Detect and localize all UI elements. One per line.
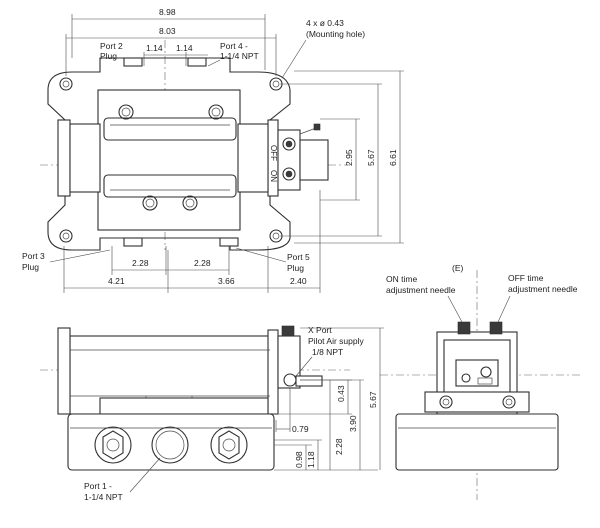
subplate-end	[395, 413, 559, 471]
bolt	[502, 395, 516, 409]
xport-label-1: X Port	[308, 325, 332, 335]
slot-lower	[103, 174, 237, 198]
bolt	[182, 195, 198, 211]
dim-port2-left: 1.14	[146, 43, 163, 53]
off-time-label-2: adjustment needle	[508, 284, 578, 294]
dim-right-567: 5.67	[366, 149, 376, 166]
dim-side-567: 5.67	[368, 391, 378, 408]
xport-label-3: 1/8 NPT	[312, 347, 343, 357]
port2-label-2: Plug	[100, 51, 117, 61]
dim-side-043: 0.43	[336, 385, 346, 402]
dim-port2-right: 1.14	[176, 43, 193, 53]
port5-label-1: Port 5	[287, 252, 310, 262]
port-hex-plug	[94, 426, 132, 464]
end-view: (E) ON time adjustment needle OFF time a…	[380, 263, 580, 500]
pilot-needle-off	[282, 137, 296, 151]
port4-label-1: Port 4 -	[220, 41, 248, 51]
pilot-block	[277, 129, 301, 191]
mounting-hole	[59, 77, 73, 91]
port3-label-2: Plug	[22, 262, 39, 272]
dim-side-228: 2.28	[334, 438, 344, 455]
end-cap-left	[57, 119, 71, 197]
dim-port3: 2.28	[132, 258, 149, 268]
xport-label-2: Pilot Air supply	[308, 336, 364, 346]
on-label: ON	[269, 170, 278, 182]
off-label: OFF	[269, 145, 278, 161]
slot-upper	[103, 117, 237, 141]
off-time-needle	[489, 321, 503, 335]
dim-side-098: 0.98	[294, 451, 304, 468]
mounting-hole	[59, 229, 73, 243]
dim-port5: 2.28	[194, 258, 211, 268]
dim-bottom-right: 2.40	[290, 276, 307, 286]
port-1	[151, 426, 189, 464]
dim-bottom-mid: 3.66	[218, 276, 235, 286]
dim-bottom-left: 4.21	[108, 276, 125, 286]
port2-label-1: Port 2	[100, 41, 123, 51]
dim-overall-width: 8.98	[159, 7, 176, 17]
mounting-flange	[47, 57, 291, 251]
port1-label-1: Port 1 -	[84, 481, 112, 491]
front-view: X Port Pilot Air supply 1/8 NPT 0.43 0.7…	[40, 325, 384, 502]
top-view: OFF ON 8.98 8.03 1.14 1.14 Port 2 Plug P…	[22, 7, 404, 293]
dim-side-118: 1.18	[306, 451, 316, 468]
mounting-hole-label-1: 4 x ø 0.43	[306, 18, 344, 28]
dim-hole-spacing: 8.03	[159, 26, 176, 36]
port5-label-2: Plug	[287, 263, 304, 273]
mounting-hole-label-2: (Mounting hole)	[306, 29, 365, 39]
bolt	[208, 104, 224, 120]
on-time-label-1: ON time	[386, 274, 417, 284]
bolt	[142, 195, 158, 211]
port3-label-1: Port 3	[22, 251, 45, 261]
off-time-label-1: OFF time	[508, 273, 544, 283]
port1-label-2: 1-1/4 NPT	[84, 492, 123, 502]
dim-side-079: 0.79	[292, 424, 309, 434]
view-e-label: (E)	[452, 263, 464, 273]
on-time-needle	[457, 321, 471, 335]
bolt	[118, 104, 134, 120]
on-time-label-2: adjustment needle	[386, 285, 456, 295]
port-hex-plug	[210, 426, 248, 464]
x-port-fitting	[283, 373, 297, 387]
subplate-front	[67, 413, 275, 471]
dim-right-295: 2.95	[344, 149, 354, 166]
dim-right-661: 6.61	[388, 149, 398, 166]
dim-side-390: 3.90	[348, 415, 358, 432]
bolt	[439, 395, 453, 409]
pilot-needle-on	[282, 167, 296, 181]
port4-label-2: 1-1/4 NPT	[220, 51, 259, 61]
